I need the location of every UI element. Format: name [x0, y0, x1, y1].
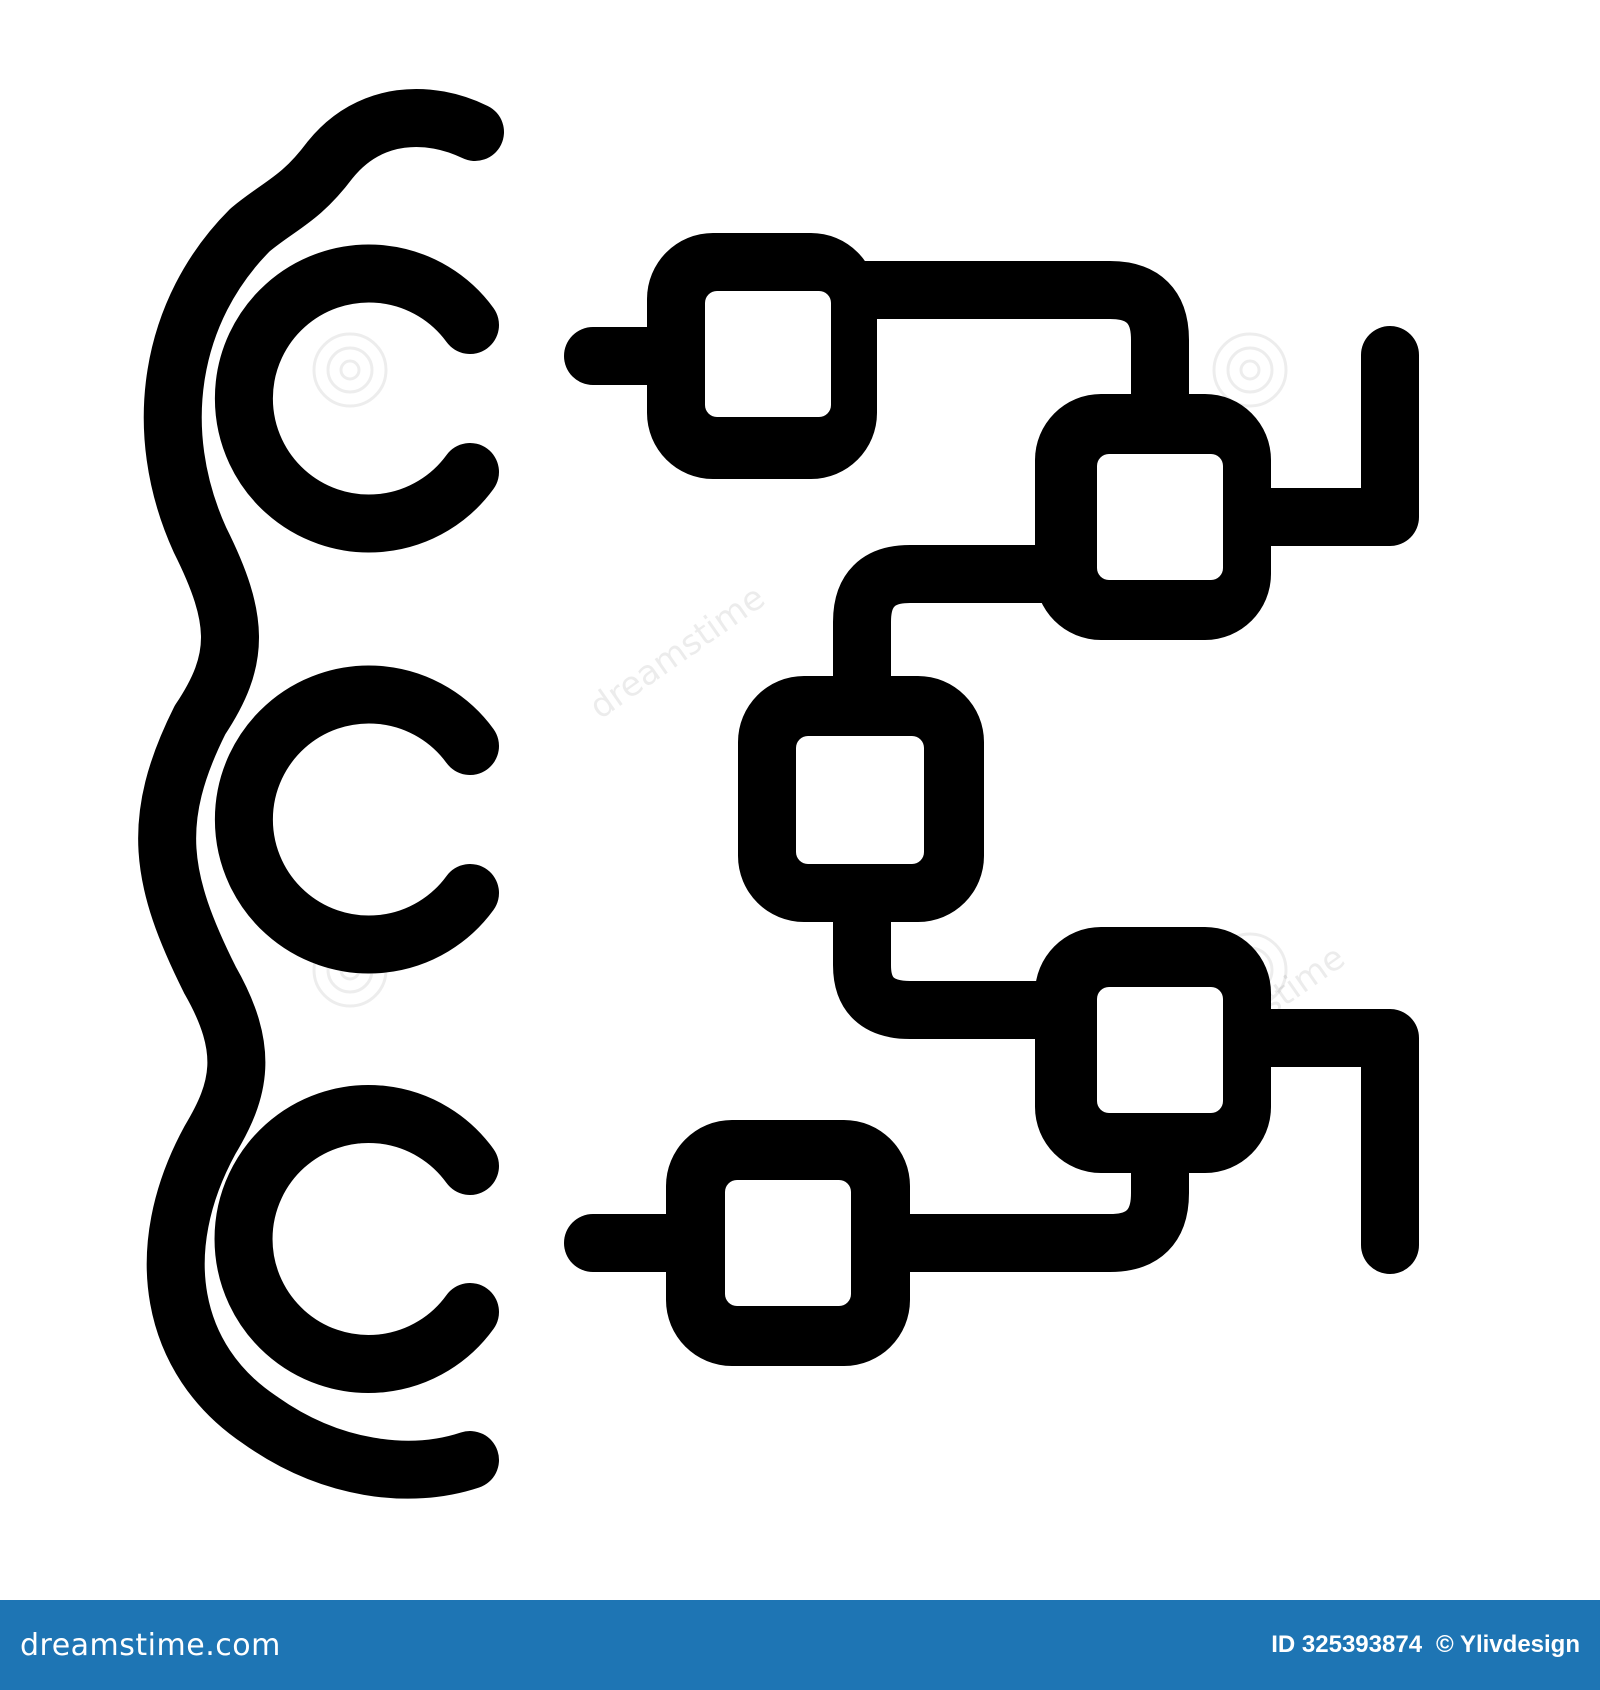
node-square	[1035, 927, 1271, 1173]
connector-line	[833, 545, 1079, 723]
node-square	[1035, 394, 1271, 640]
connector-line	[1227, 1009, 1419, 1274]
c-shape-icon	[214, 244, 499, 553]
branching-structure-icon: dreamstime dreamstime	[138, 89, 1419, 1499]
watermark-swirl-icon	[1212, 332, 1288, 408]
connector-line	[1227, 326, 1419, 546]
connector-line	[833, 261, 1189, 441]
watermark-swirl-icon	[312, 332, 388, 408]
watermark-text: dreamstime	[582, 577, 772, 727]
c-shape-icon	[214, 665, 499, 974]
connector-line	[833, 871, 1079, 1039]
connector-line	[853, 1111, 1189, 1272]
image-id: ID 325393874	[1271, 1631, 1423, 1658]
c-shape-icon	[214, 1085, 499, 1393]
connector-lines	[564, 261, 1419, 1274]
footer-meta: ID 325393874 © Ylivdesign	[1271, 1631, 1580, 1659]
curly-brace-icon	[138, 89, 504, 1499]
node-square	[647, 233, 877, 479]
node-square	[666, 1120, 910, 1366]
author-credit[interactable]: © Ylivdesign	[1436, 1631, 1580, 1658]
node-square	[738, 676, 984, 922]
footer-bar: dreamstime.com ID 325393874 © Ylivdesign	[0, 1600, 1600, 1690]
footer-logo[interactable]: dreamstime.com	[20, 1627, 281, 1663]
